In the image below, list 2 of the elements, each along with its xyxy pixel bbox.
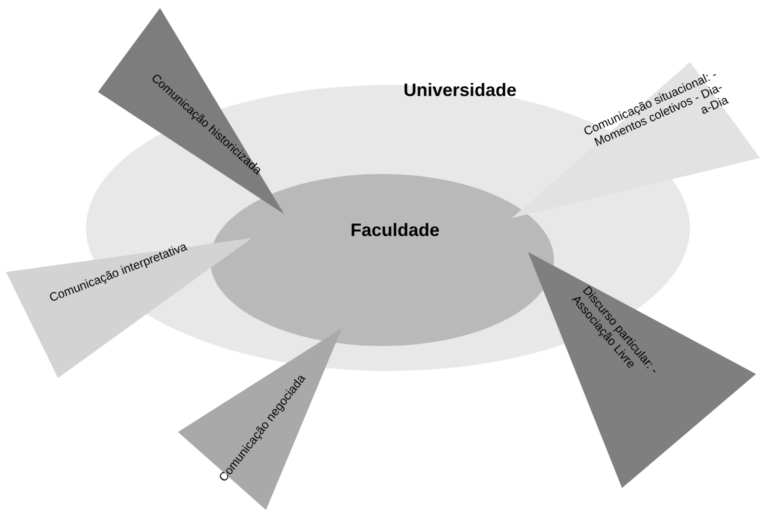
ellipse-title: Universidade — [404, 80, 517, 100]
ellipse-title: Faculdade — [350, 220, 440, 240]
